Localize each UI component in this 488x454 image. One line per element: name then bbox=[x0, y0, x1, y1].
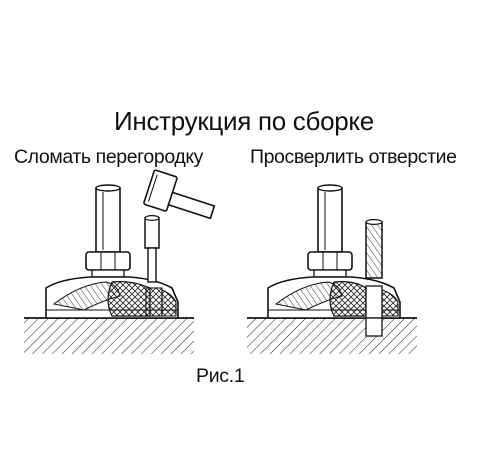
figure-left bbox=[24, 169, 216, 354]
figure-right bbox=[247, 184, 417, 354]
threaded-rod bbox=[317, 184, 343, 253]
instruction-title: Инструкция по сборке bbox=[114, 106, 374, 136]
step-1-label: Сломать перегородку bbox=[14, 146, 204, 168]
figure-caption: Рис.1 bbox=[196, 365, 245, 387]
drilled-hole bbox=[365, 285, 383, 319]
threaded-rod bbox=[95, 184, 121, 253]
nut bbox=[85, 251, 131, 278]
ground-hatch bbox=[247, 318, 417, 354]
base-foot bbox=[267, 276, 401, 337]
ground-hatch bbox=[24, 318, 194, 354]
hammer-icon bbox=[143, 169, 216, 220]
step-2-label: Просверлить отверстие bbox=[250, 146, 457, 168]
base-foot bbox=[45, 276, 179, 319]
drill-bit-icon bbox=[365, 219, 383, 279]
punch-tool bbox=[144, 215, 160, 283]
nut bbox=[307, 251, 353, 278]
